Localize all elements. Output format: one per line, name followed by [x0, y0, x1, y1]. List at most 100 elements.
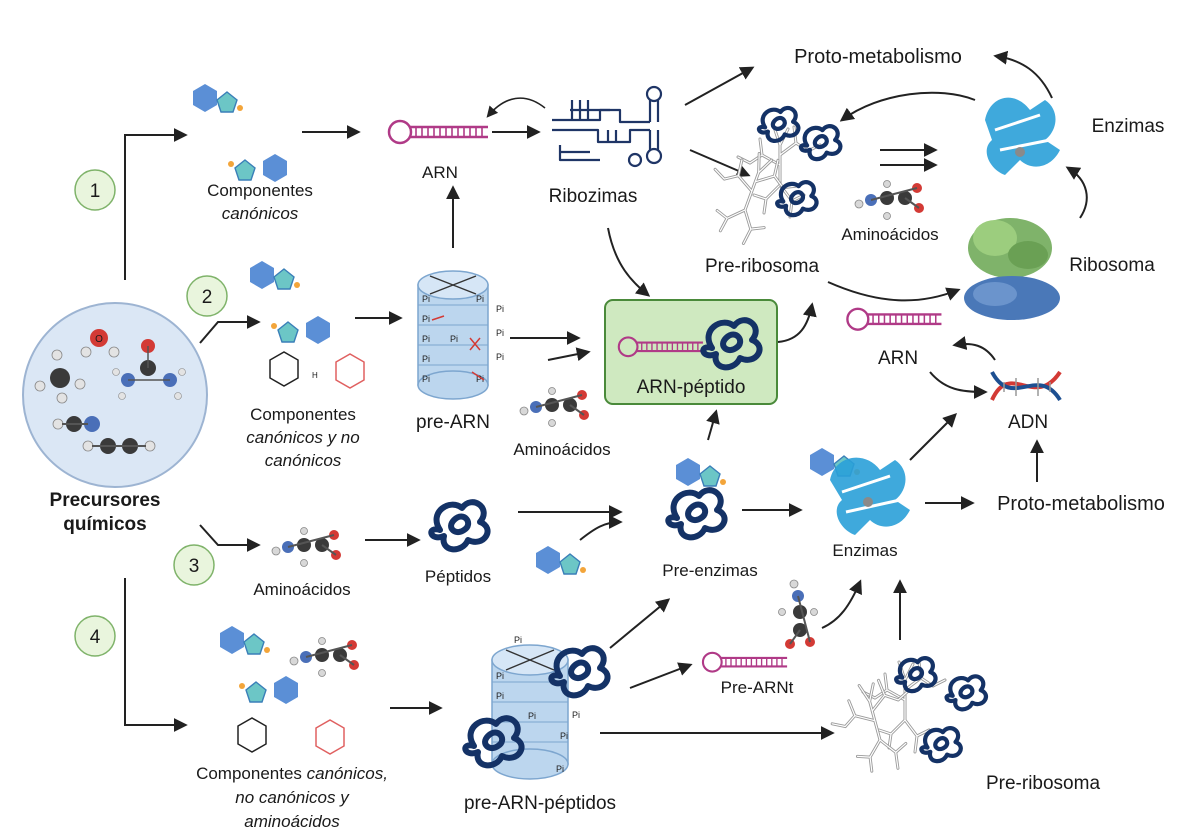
aminoacid-mid-icon [519, 386, 590, 428]
arrow-pre-enzymes-to-arn-peptide [706, 409, 720, 441]
canonical-components-icon-1 [192, 83, 288, 183]
precursors-circle: O [22, 302, 208, 488]
pathway-badge-1: 1 [74, 169, 116, 211]
svg-text:Pi: Pi [496, 691, 504, 701]
arrow-enzymes-to-proto-metabolism [993, 50, 1053, 99]
arn-label-top: ARN [422, 163, 458, 182]
precursors-label-line2: químicos [63, 514, 146, 535]
svg-text:Pi: Pi [422, 334, 430, 344]
path1-components-line1: Componentes [207, 181, 313, 200]
urea-molecule-icon [112, 339, 186, 400]
arrow-pre-ribosome-to-ribosome [827, 281, 961, 302]
svg-text:Pi: Pi [422, 294, 430, 304]
svg-text:Pi: Pi [572, 710, 580, 720]
nucleotide-path3-icon [535, 545, 587, 575]
path2-components-line2: canónicos y no [246, 428, 359, 447]
svg-text:4: 4 [90, 627, 101, 648]
svg-text:O: O [95, 334, 103, 345]
pathway-badge-4: 4 [74, 615, 116, 657]
path4-components-line2: no canónicos y [235, 788, 350, 807]
pre-ribosome-top-label: Pre-ribosoma [705, 256, 819, 277]
adn-label: ADN [1008, 412, 1048, 433]
arn-hairpin-right [846, 307, 943, 331]
arn-peptide-label: ARN-péptido [637, 377, 746, 398]
svg-text:Pi: Pi [560, 731, 568, 741]
precursors-label-line1: Precursores [50, 490, 161, 511]
dna-helix-icon [990, 370, 1062, 402]
pre-arn-peptides-label: pre-ARN-péptidos [464, 793, 616, 814]
pre-enzymes-icon [668, 457, 726, 537]
path4-components-icon [219, 625, 360, 755]
hydrogen-cyanide-icon [52, 416, 100, 432]
arrow-enzymes-to-adn [909, 413, 957, 461]
ribozyme-structure-icon [552, 85, 663, 168]
svg-text:H: H [312, 371, 318, 380]
peptide-icon [431, 502, 487, 549]
svg-text:Pi: Pi [496, 671, 504, 681]
ribosome-icon [964, 218, 1060, 320]
canonical-noncanonical-components-icon: H [249, 260, 365, 389]
svg-text:2: 2 [202, 287, 213, 308]
pre-arn-stack-icon: Pi Pi Pi Pi Pi Pi Pi Pi Pi Pi Pi [417, 270, 504, 400]
svg-text:Pi: Pi [422, 314, 430, 324]
arrow-ribozymes-back-to-arn [486, 97, 546, 118]
path4-components-line3: aminoácidos [244, 812, 340, 831]
arrow-ribosome-to-enzymes [1065, 166, 1088, 219]
svg-text:Pi: Pi [476, 294, 484, 304]
water-molecule-icon: O [80, 329, 120, 358]
methane-molecule-icon [34, 349, 86, 404]
arrow-ribozymes-to-arn-peptide [607, 227, 651, 297]
path1-components-line2: canónicos [222, 204, 299, 223]
arrow-ribozymes-to-proto-metabolism [684, 66, 755, 106]
pre-arn-peptides-icon: Pi Pi Pi Pi Pi Pi Pi [465, 635, 607, 780]
pre-arnt-icon [701, 579, 819, 673]
aminoacid-top-icon [854, 179, 925, 221]
svg-text:Pi: Pi [496, 352, 504, 362]
aminoacid-path3-icon [271, 526, 342, 568]
pathway-badge-2: 2 [186, 275, 228, 317]
ribozymes-label: Ribozimas [549, 186, 638, 207]
arrow-arn-peptide-to-pre-ribosome [777, 302, 817, 343]
enzyme-top-icon [985, 97, 1060, 175]
arrow-pre-arn-peptides-to-pre-enzymes [609, 598, 671, 649]
arrow-pre-arnt-to-enzymes [821, 579, 862, 629]
svg-text:Pi: Pi [496, 328, 504, 338]
svg-text:Pi: Pi [556, 764, 564, 774]
svg-text:1: 1 [90, 181, 101, 202]
path3-aminoacids-label: Aminoácidos [253, 580, 350, 599]
enzyme-mid-icon [809, 447, 910, 535]
pathway-badge-3: 3 [173, 544, 215, 586]
svg-text:Pi: Pi [496, 304, 504, 314]
arrow-pre-arn-peptides-to-pre-arnt [629, 662, 693, 689]
path2-components-line1: Componentes [250, 405, 356, 424]
pre-enzymes-label: Pre-enzimas [662, 561, 757, 580]
ribosome-label: Ribosoma [1069, 255, 1155, 276]
svg-text:Pi: Pi [514, 635, 522, 645]
arrow-adn-to-arn [952, 336, 996, 361]
svg-text:3: 3 [189, 556, 200, 577]
svg-text:Pi: Pi [528, 711, 536, 721]
svg-text:Pi: Pi [422, 354, 430, 364]
proto-metabolism-top-label: Proto-metabolismo [794, 46, 962, 68]
enzymes-top-label: Enzimas [1092, 116, 1165, 137]
path4-components-line1: Componentes canónicos, [196, 764, 388, 783]
peptides-label: Péptidos [425, 567, 491, 586]
arrow-nucleotide-to-pre-enzymes [579, 515, 623, 541]
pre-ribosome-bottom-icon [822, 658, 986, 784]
svg-text:Pi: Pi [476, 374, 484, 384]
branch-lines [124, 128, 261, 732]
svg-text:Pi: Pi [422, 374, 430, 384]
pre-ribosome-top-icon [693, 108, 841, 256]
proto-metabolism-right-label: Proto-metabolismo [997, 493, 1165, 515]
svg-text:Pi: Pi [450, 334, 458, 344]
enzymes-mid-label: Enzimas [832, 541, 897, 560]
path2-aminoacids-label: Aminoácidos [513, 440, 610, 459]
pre-arnt-label: Pre-ARNt [721, 678, 794, 697]
arrow-arn-to-adn [929, 371, 988, 399]
arrow-aminoacids-to-arn-peptide [547, 347, 591, 362]
arn-right-label: ARN [878, 348, 918, 369]
arn-peptide-box: ARN-péptido [604, 299, 778, 405]
pre-arn-label: pre-ARN [416, 412, 490, 433]
arrow-enzymes-to-pre-ribosome [839, 91, 976, 122]
